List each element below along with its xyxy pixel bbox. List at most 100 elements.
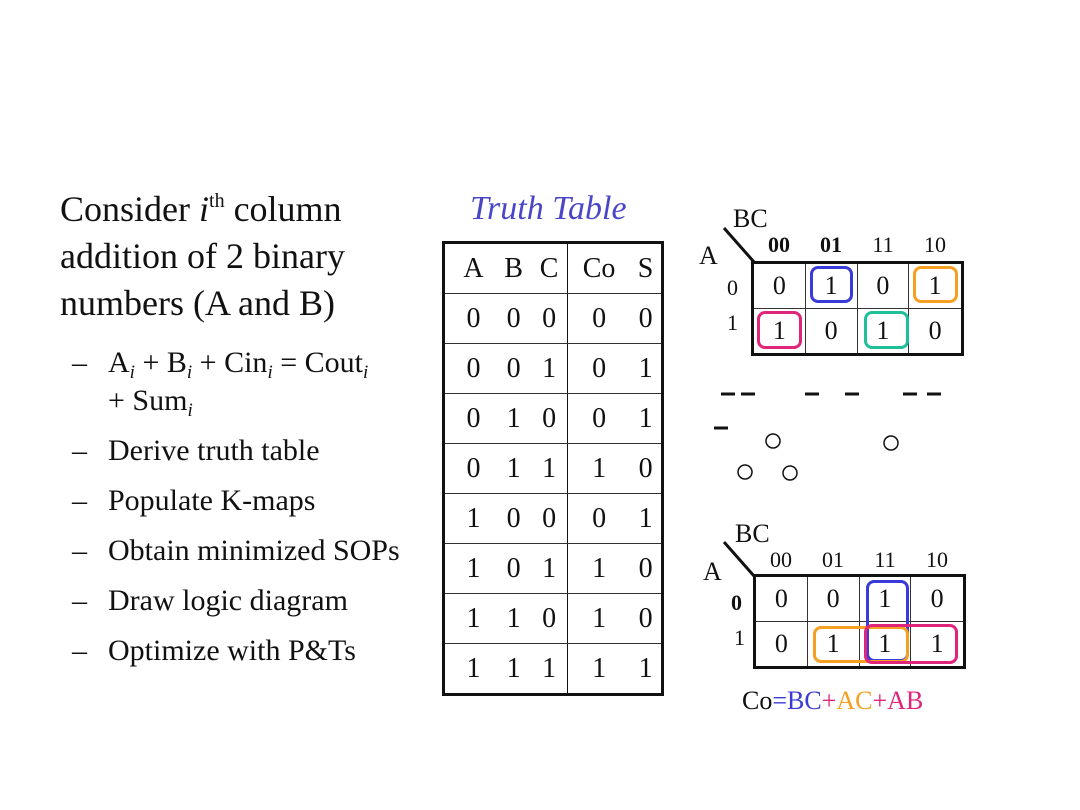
- kmap-carry-column-headers: 00 01 11 10: [755, 547, 963, 573]
- truth-table-cell: 1: [495, 393, 532, 444]
- truth-table-header-cell: A: [443, 242, 496, 294]
- truth-table-cell: 1: [567, 443, 631, 494]
- truth-table-cell: 0: [495, 543, 532, 594]
- bullet-item: –Populate K-maps: [72, 482, 444, 520]
- truth-table-cell: 0: [531, 293, 568, 344]
- slide-artifact-marks: [714, 392, 941, 481]
- truth-table-cell: 1: [443, 493, 496, 544]
- kmap-sum-column-headers: 00 01 11 10: [753, 232, 961, 258]
- kmap-cell: 1: [930, 628, 944, 658]
- truth-table-cell: 0: [630, 543, 663, 594]
- eq-ab: AB: [887, 686, 924, 715]
- truth-table-cell: 1: [567, 543, 631, 594]
- bullet-dash: –: [72, 346, 87, 379]
- heading-text-2: column addition of 2 binary numbers (A a…: [60, 189, 345, 323]
- kmap-sum-corner-diagonal: [722, 227, 756, 263]
- kmap-carry-row-1: 1: [734, 625, 745, 650]
- bullet-text: Obtain minimized SOPs: [108, 534, 400, 567]
- eq-plus-b: + B: [134, 346, 187, 379]
- truth-table-cell: 0: [630, 443, 663, 494]
- kmap-cell: 0: [756, 621, 808, 666]
- bullet-text: Derive truth table: [108, 434, 320, 467]
- kmap-cell: 1: [909, 264, 961, 309]
- truth-table-cell: 1: [630, 393, 663, 444]
- bullet-item: –Draw logic diagram: [72, 582, 444, 620]
- bullet-item: –Optimize with P&Ts: [72, 632, 444, 670]
- eq-sub-i: i: [362, 362, 369, 383]
- kmap-cell: 1: [754, 308, 806, 353]
- eq-sub-i: i: [129, 362, 135, 383]
- kmap-carry-bc-label: BC: [735, 519, 770, 548]
- kmap-sum-col: 00: [768, 232, 790, 257]
- truth-table-header-cell: Co: [567, 242, 631, 294]
- bullet-equation: – Ai + Bi + Cini = Couti+ Sumi: [72, 344, 444, 420]
- truth-table-cell: 1: [630, 493, 663, 544]
- kmap-sum-a-label: A: [699, 241, 718, 270]
- bullet-text: Populate K-maps: [108, 484, 316, 517]
- kmap-cell: 0: [857, 264, 910, 309]
- truth-table-cell: 1: [630, 343, 663, 394]
- bullet-dash: –: [72, 534, 87, 567]
- bullet-text: Draw logic diagram: [108, 584, 348, 617]
- slide-heading: Consider ith column addition of 2 binary…: [60, 186, 440, 327]
- heading-italic-i: i: [199, 189, 210, 229]
- truth-table-header-cell: C: [531, 242, 568, 294]
- kmap-sum-loop-blue: [810, 266, 853, 303]
- kmap-cell: 0: [806, 308, 858, 353]
- kmap-carry-col: 01: [822, 547, 844, 572]
- bullet-text: Optimize with P&Ts: [108, 634, 356, 667]
- bullet-list: – Ai + Bi + Cini = Couti+ Sumi –Derive t…: [72, 344, 444, 682]
- kmap-cell: 0: [754, 264, 806, 309]
- truth-table-cell: 1: [531, 343, 568, 394]
- truth-table-cell: 0: [443, 343, 496, 394]
- kmap-carry-a-label: A: [703, 557, 722, 586]
- truth-table-cell: 1: [567, 593, 631, 644]
- eq-sub-i: i: [267, 362, 273, 383]
- eq-sub-i: i: [186, 362, 193, 383]
- truth-table-cell: 0: [495, 493, 532, 544]
- truth-table-cell: 0: [443, 393, 496, 444]
- truth-table-cell: 1: [443, 543, 496, 594]
- kmap-cell: 1: [808, 621, 860, 666]
- kmap-sum-loop-orange: [913, 266, 958, 303]
- truth-table-cell: 0: [531, 393, 568, 444]
- kmap-carry-grid: 0 0 1 0 0 1 1 1: [753, 574, 966, 669]
- eq-plus-cin: + Cin: [192, 346, 268, 379]
- truth-table-cell: 0: [567, 393, 631, 444]
- heading-text-1: Consider: [60, 189, 199, 229]
- truth-table-cell: 0: [567, 293, 631, 344]
- truth-table-cell: 0: [531, 593, 568, 644]
- truth-table-cell: 0: [567, 343, 631, 394]
- bullet-dash: –: [72, 434, 87, 467]
- kmap-sum-col: 11: [872, 232, 894, 257]
- kmap-carry-loop-pink: [864, 624, 958, 664]
- truth-table-cell: 1: [466, 652, 481, 684]
- truth-table-cell: 1: [495, 593, 532, 644]
- eq-plus-sum: + Sum: [108, 384, 188, 417]
- kmap-carry-loop-orange: [813, 626, 909, 663]
- truth-table-cell: 1: [592, 652, 607, 684]
- eq-plus: +: [821, 686, 837, 715]
- truth-table-cell: 0: [495, 343, 532, 394]
- kmap-sum-row-0: 0: [727, 275, 738, 300]
- eq-sub-i: i: [187, 400, 193, 421]
- kmap-sum-col: 01: [820, 232, 842, 257]
- truth-table-cell: 1: [531, 643, 568, 695]
- eq-co: Co: [742, 686, 773, 715]
- truth-table-header-cell: B: [495, 242, 532, 294]
- truth-table-cell: 1: [495, 443, 532, 494]
- carry-equation: Co=BC+AC+AB: [742, 686, 923, 716]
- truth-table-cell: 0: [630, 293, 663, 344]
- kmap-sum-grid: 0 1 0 1 1 0 1 0: [751, 261, 964, 356]
- truth-table-cell: 1: [531, 443, 568, 494]
- kmap-sum-row-1: 1: [727, 310, 738, 335]
- kmap-sum-loop-teal: [864, 311, 909, 349]
- kmap-cell: 0: [807, 577, 860, 622]
- bullet-item: –Derive truth table: [72, 432, 444, 470]
